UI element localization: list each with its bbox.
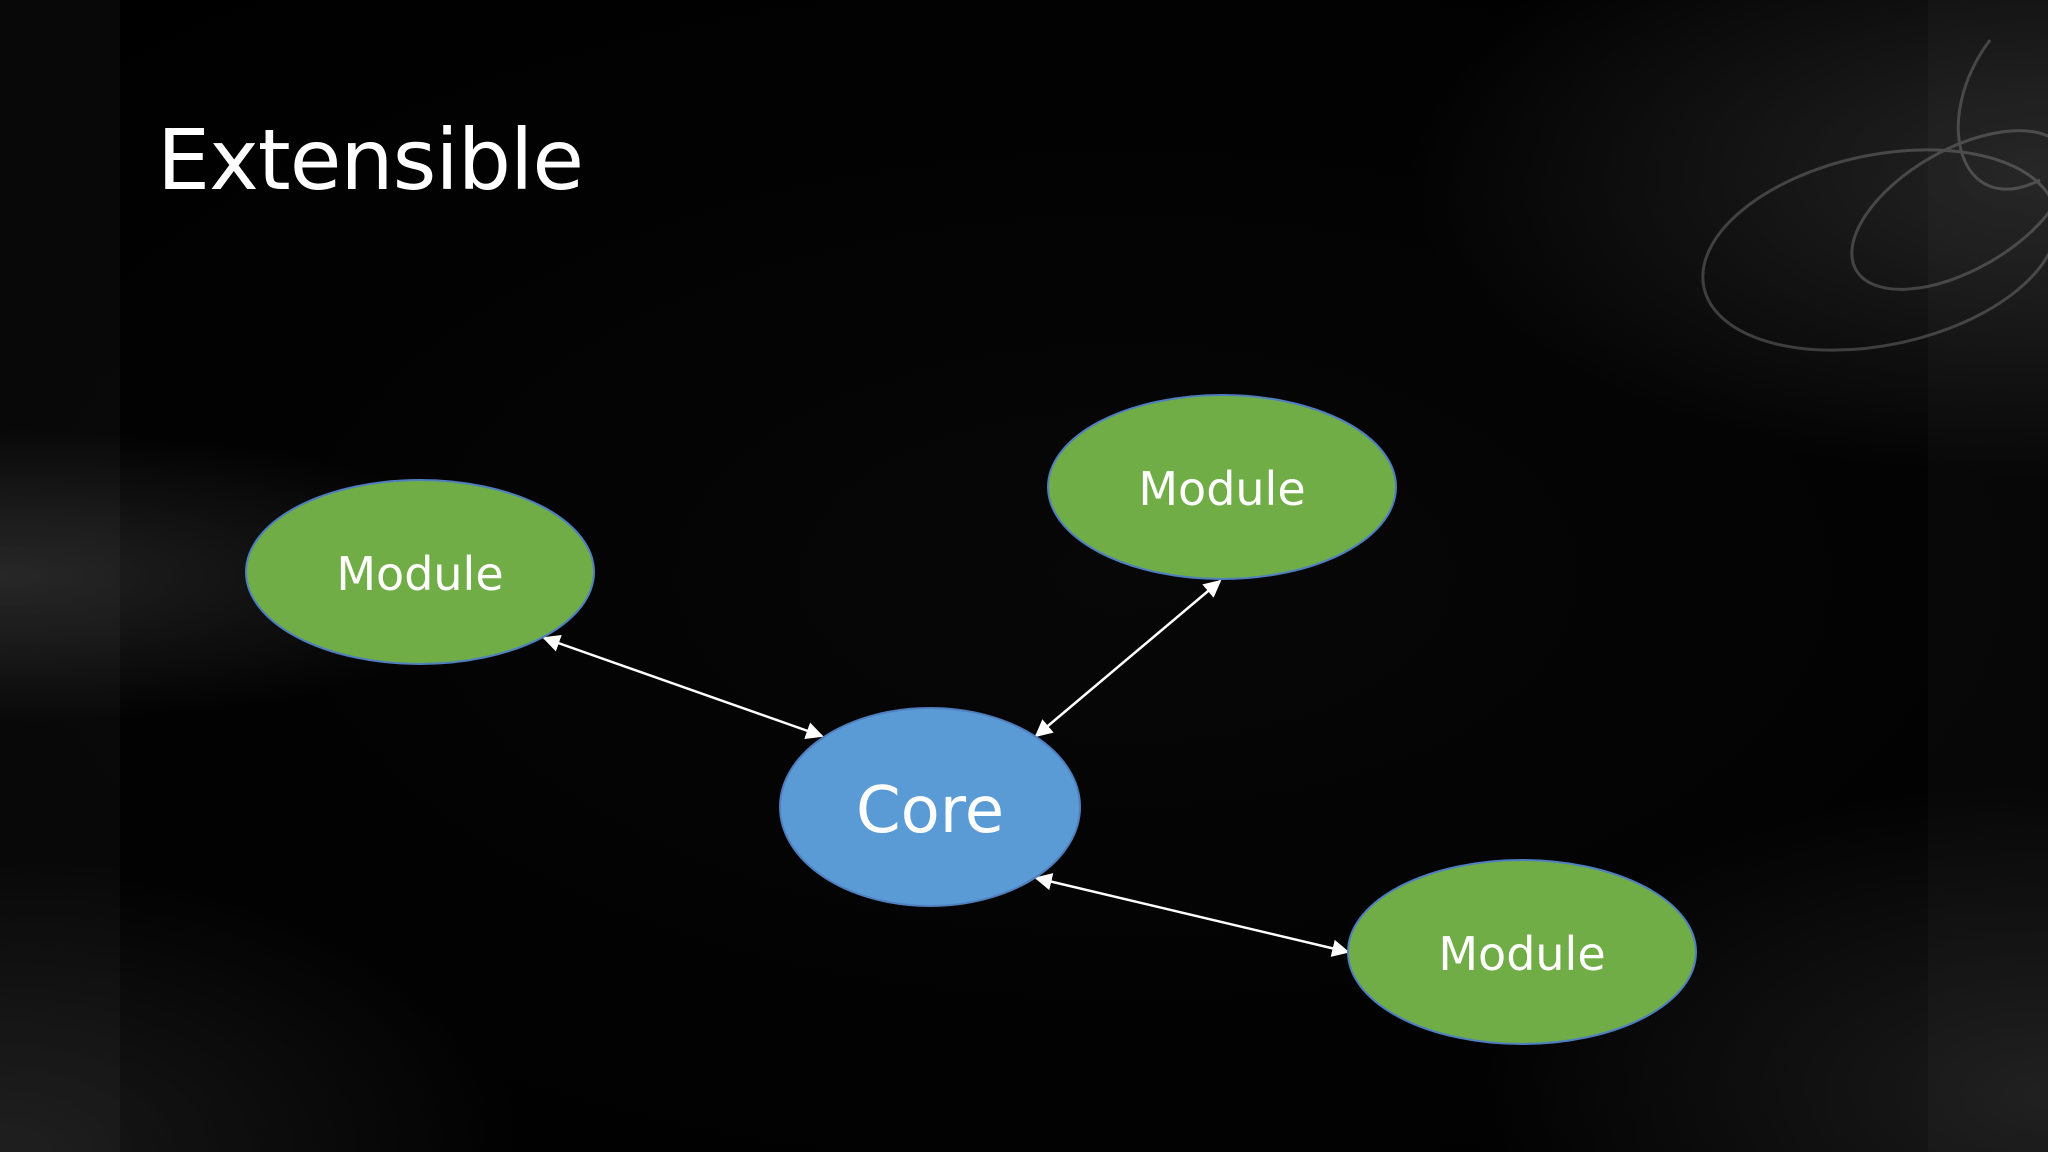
core-ellipse — [779, 707, 1081, 907]
module-label: Module — [1138, 462, 1305, 516]
module-ellipse — [245, 479, 595, 665]
flourish-swirl-1 — [1701, 148, 2048, 352]
core-label: Core — [856, 774, 1004, 848]
connector-core-module-top-right — [1034, 579, 1222, 738]
module-ellipse — [1347, 859, 1697, 1045]
module-ellipse — [1047, 394, 1397, 580]
flourish-swirl-2 — [1850, 129, 2048, 291]
connector-core-module-bottom-right — [1034, 873, 1350, 957]
core-node: Core — [779, 707, 1081, 907]
connector-core-module-left — [542, 634, 824, 740]
module-node-bottom-right: Module — [1347, 859, 1697, 1045]
slide-title: Extensible — [157, 111, 584, 209]
module-label: Module — [336, 547, 503, 601]
module-node-left: Module — [245, 479, 595, 665]
module-label: Module — [1438, 927, 1605, 981]
flourish-swirl-3 — [1956, 39, 2041, 191]
left-edge-grain — [0, 0, 120, 1152]
module-node-top-right: Module — [1047, 394, 1397, 580]
